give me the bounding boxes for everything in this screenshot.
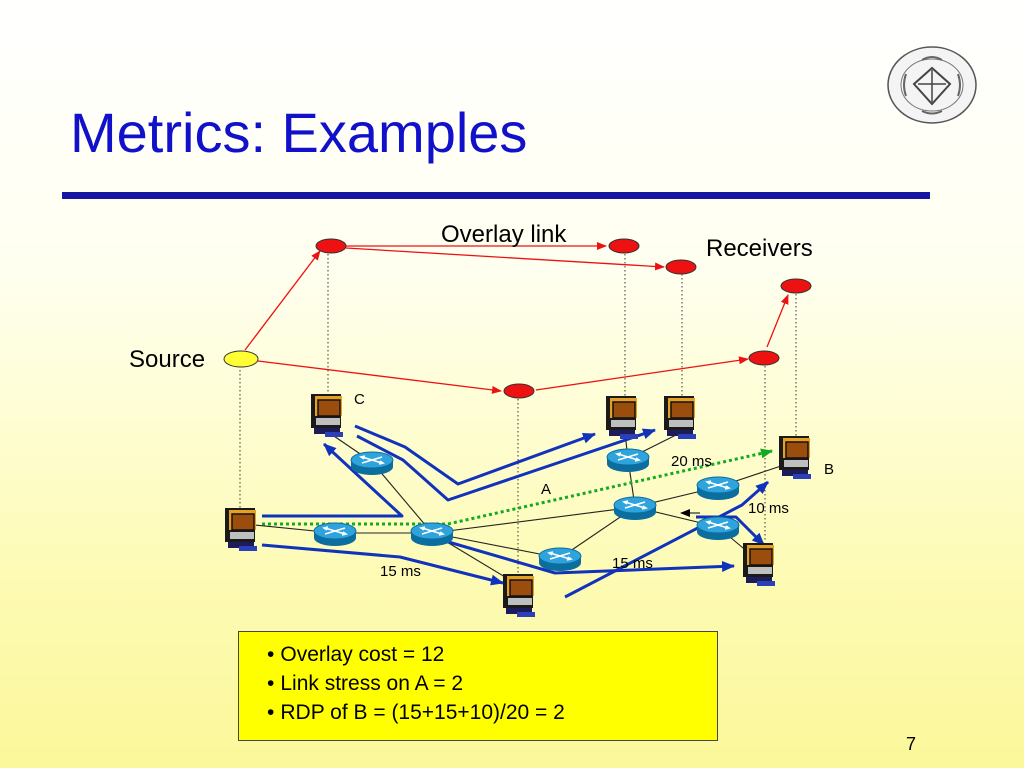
overlay-link-label: Overlay link bbox=[441, 221, 567, 248]
receivers-label: Receivers bbox=[706, 235, 813, 262]
delay-label-15ms-left: 15 ms bbox=[380, 563, 421, 580]
bullet: • bbox=[267, 701, 275, 724]
delay-label-20ms: 20 ms bbox=[671, 453, 712, 470]
overlay-node bbox=[780, 278, 812, 294]
host-icon bbox=[502, 573, 536, 618]
delay-label-10ms: 10 ms bbox=[748, 500, 789, 517]
router-icon bbox=[313, 522, 357, 547]
source-label: Source bbox=[129, 346, 206, 373]
page-number: 7 bbox=[906, 734, 917, 754]
overlay-node bbox=[315, 238, 347, 254]
host-c-icon bbox=[310, 393, 344, 438]
host-icon bbox=[742, 542, 776, 587]
host-b-icon bbox=[778, 435, 812, 480]
metric-rdp: •RDP of B = (15+15+10)/20 = 2 bbox=[267, 698, 717, 727]
metric-link-stress: •Link stress on A = 2 bbox=[267, 669, 717, 698]
node-a-label: A bbox=[541, 481, 552, 498]
host-icon bbox=[605, 395, 639, 440]
router-icon bbox=[613, 496, 657, 521]
title-divider bbox=[62, 192, 930, 199]
delay-label-15ms-right: 15 ms bbox=[612, 555, 653, 572]
overlay-mapping-lines bbox=[239, 254, 797, 575]
metrics-summary-box: •Overlay cost = 12 •Link stress on A = 2… bbox=[238, 631, 718, 741]
direct-path bbox=[262, 448, 773, 526]
router-icon bbox=[696, 516, 740, 541]
router-icon bbox=[696, 476, 740, 501]
metric-text: Overlay cost = 12 bbox=[280, 643, 445, 666]
overlay-links bbox=[244, 242, 789, 394]
overlay-node bbox=[748, 350, 780, 366]
bullet: • bbox=[267, 672, 275, 695]
node-b-label: B bbox=[824, 461, 835, 478]
host-icon bbox=[663, 395, 697, 440]
source-overlay-node bbox=[223, 350, 259, 368]
traffic-paths bbox=[261, 424, 769, 599]
router-icon bbox=[350, 451, 394, 476]
metric-overlay-cost: •Overlay cost = 12 bbox=[267, 640, 717, 669]
overlay-node bbox=[608, 238, 640, 254]
metric-text: Link stress on A = 2 bbox=[280, 672, 464, 695]
node-c-label: C bbox=[354, 391, 365, 408]
university-seal-icon bbox=[887, 46, 977, 124]
overlay-node bbox=[665, 259, 697, 275]
overlay-node bbox=[503, 383, 535, 399]
slide-title: Metrics: Examples bbox=[70, 101, 528, 164]
metric-text: RDP of B = (15+15+10)/20 = 2 bbox=[280, 701, 565, 724]
router-icon bbox=[538, 547, 582, 572]
router-a-icon bbox=[410, 522, 454, 547]
overlay-nodes bbox=[223, 238, 812, 399]
bullet: • bbox=[267, 643, 275, 666]
source-host-icon bbox=[224, 507, 258, 552]
router-icon bbox=[606, 448, 650, 473]
metrics-list: •Overlay cost = 12 •Link stress on A = 2… bbox=[267, 640, 717, 727]
